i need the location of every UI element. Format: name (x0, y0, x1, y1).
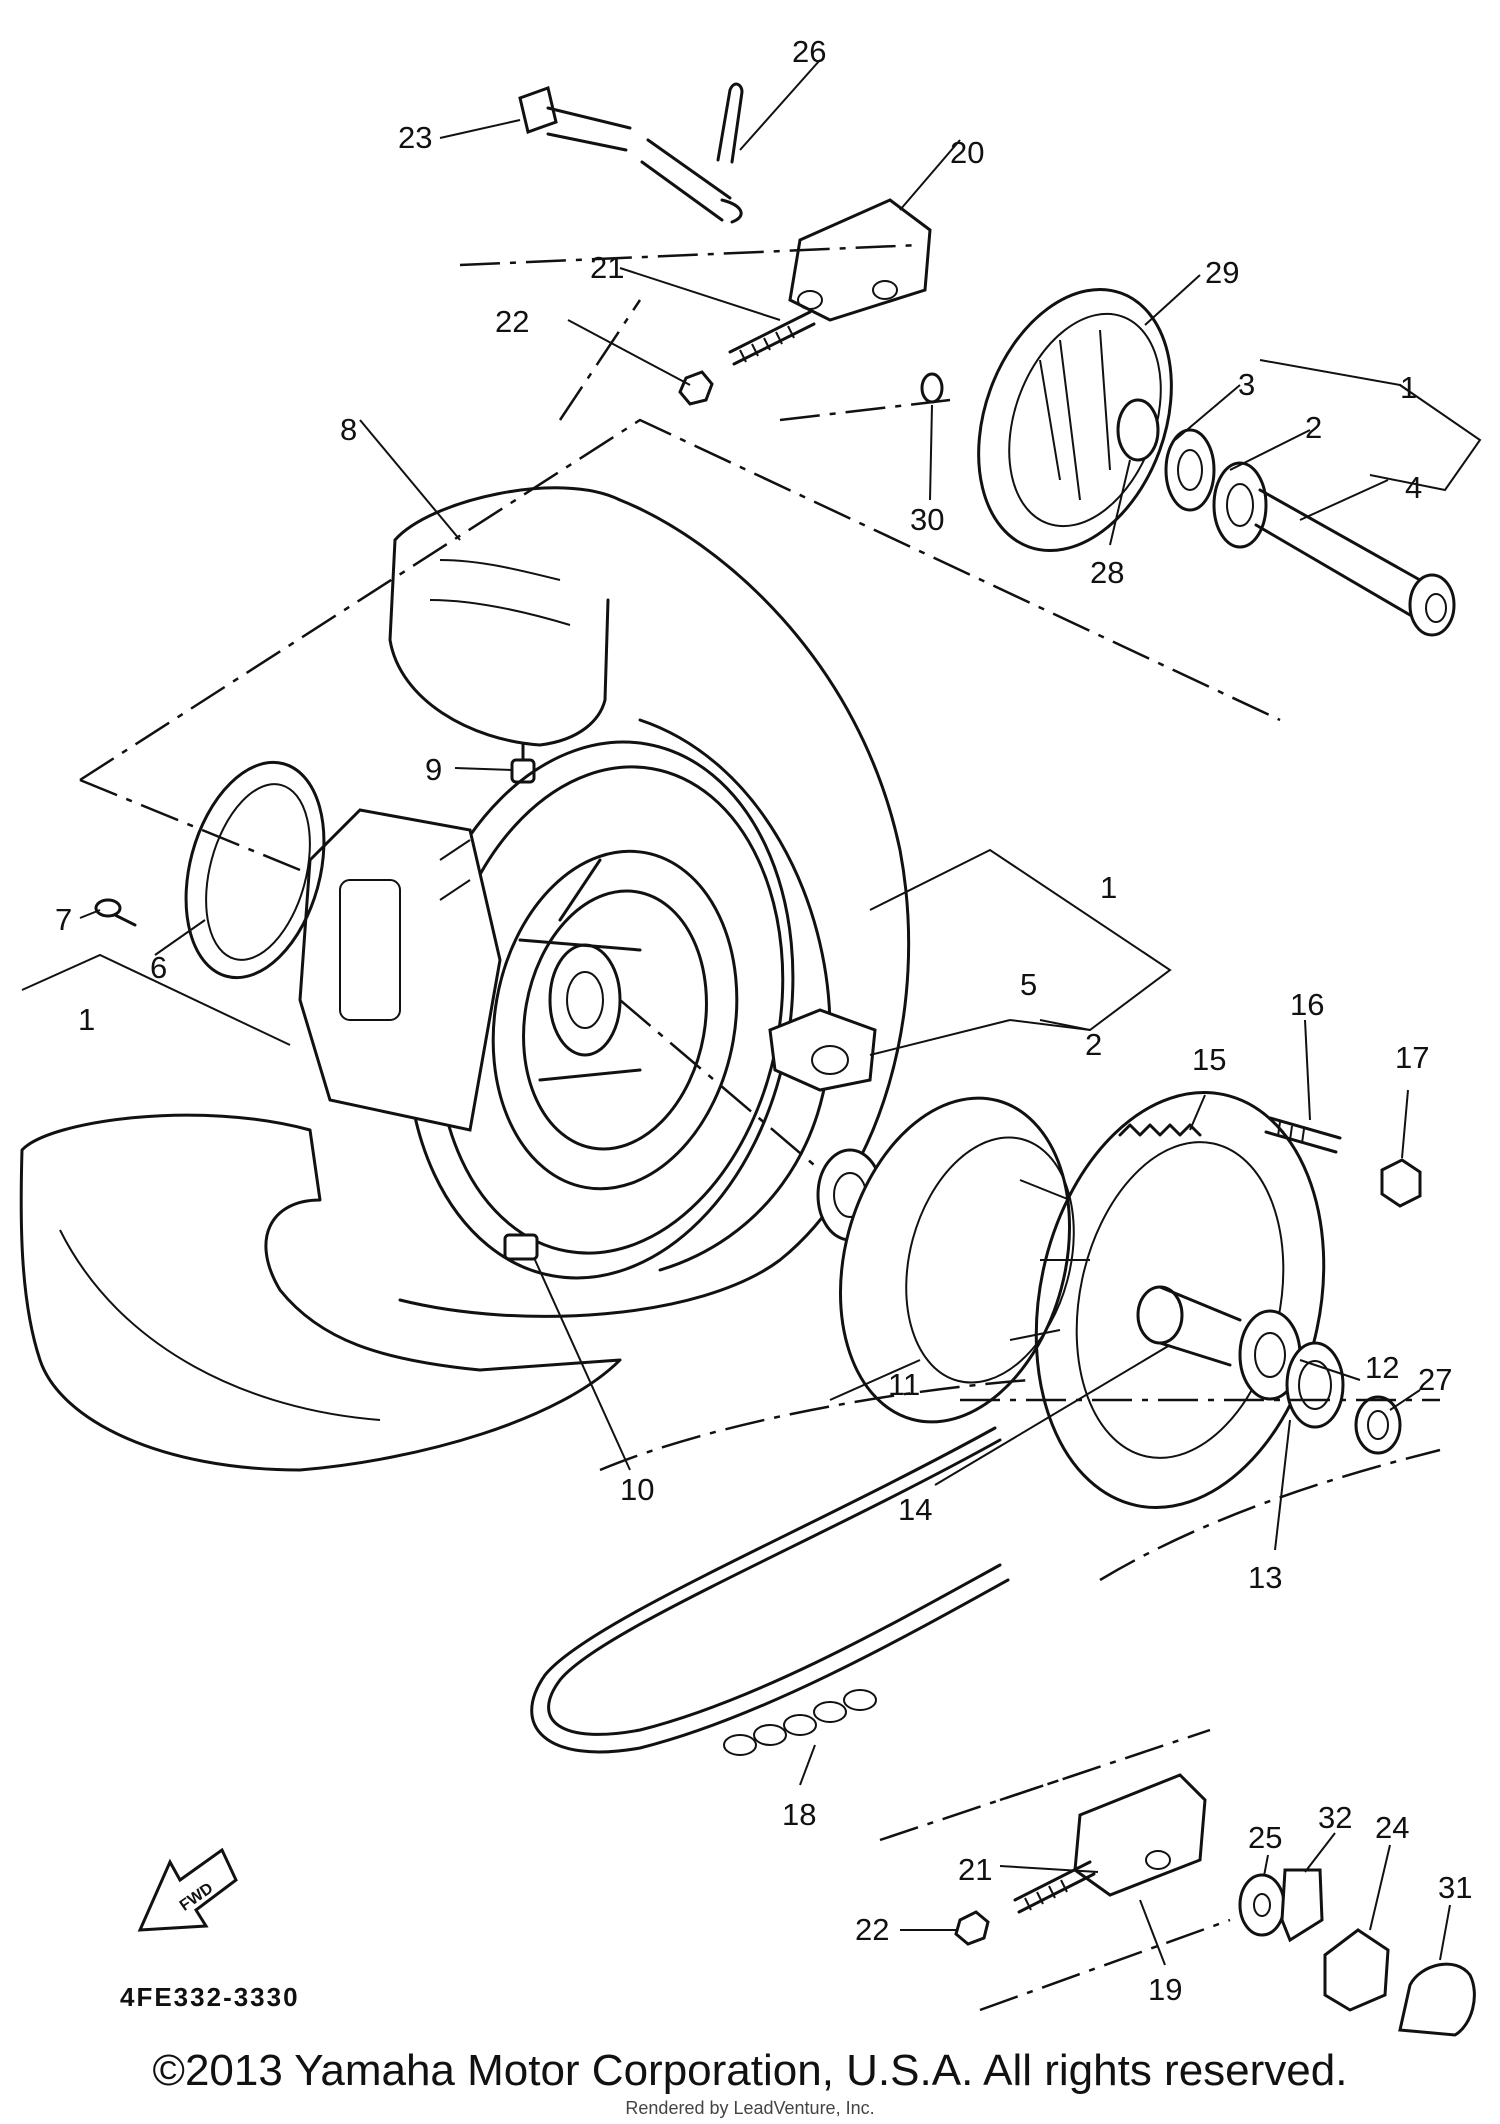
valve[interactable] (510, 743, 536, 784)
stud-bolt[interactable] (1264, 1116, 1342, 1154)
clutch-hub[interactable] (806, 1072, 1104, 1448)
callout-1: 1 (1400, 370, 1417, 405)
callout-26: 26 (792, 34, 826, 69)
axle-bolt[interactable] (518, 86, 743, 224)
o-ring[interactable] (920, 372, 944, 404)
callout-17: 17 (1395, 1040, 1429, 1075)
damper[interactable] (503, 1233, 539, 1261)
callout-32: 32 (1318, 1800, 1352, 1835)
adjuster-plate[interactable] (1280, 1868, 1324, 1943)
callout-14: 14 (898, 1492, 932, 1527)
callout-23: 23 (398, 120, 432, 155)
callout-10: 10 (620, 1472, 654, 1507)
callout-21: 21 (590, 250, 624, 285)
fwd-arrow-icon: FWD (137, 1847, 238, 1932)
cotter-pin[interactable] (716, 82, 744, 164)
front-axle-assembly[interactable] (1116, 398, 1456, 637)
callout-2: 2 (1305, 410, 1322, 445)
leader-lines (79, 59, 1451, 1966)
adjuster-nut-lower[interactable] (954, 1910, 990, 1946)
flange-nut[interactable] (1380, 1158, 1422, 1208)
callout-22b: 22 (855, 1912, 889, 1947)
tire-lower-half[interactable] (19, 1113, 622, 1472)
callout-13: 13 (1248, 1560, 1282, 1595)
callout-18: 18 (782, 1797, 816, 1832)
drive-chain[interactable] (530, 1426, 1010, 1756)
callout-12: 12 (1365, 1350, 1399, 1385)
rendered-by-note: Rendered by LeadVenture, Inc. (625, 2098, 875, 2118)
callout-1c: 1 (78, 1002, 95, 1037)
callout-numbers: 26 23 20 21 29 22 3 1 2 8 4 30 28 9 1 7 … (55, 34, 1472, 2007)
callout-30: 30 (910, 502, 944, 537)
callout-2b: 2 (1085, 1027, 1102, 1062)
end-cap[interactable] (1323, 1928, 1390, 2012)
callout-28: 28 (1090, 555, 1124, 590)
adjuster-nut-upper[interactable] (678, 370, 714, 406)
callout-21b: 21 (958, 1852, 992, 1887)
callout-4: 4 (1405, 470, 1422, 505)
callout-15: 15 (1192, 1042, 1226, 1077)
chain-adjuster-lower[interactable] (1073, 1773, 1207, 1897)
gear-cover-ring[interactable] (164, 747, 347, 993)
callout-3: 3 (1238, 367, 1255, 402)
callout-27: 27 (1418, 1362, 1452, 1397)
callout-19: 19 (1148, 1972, 1182, 2007)
chain-adjuster-upper[interactable] (788, 198, 932, 322)
callout-8: 8 (340, 412, 357, 447)
speed-sensor[interactable] (768, 1008, 877, 1092)
hub-housing[interactable] (298, 808, 502, 1132)
callout-7: 7 (55, 902, 72, 937)
callout-11: 11 (888, 1367, 920, 1402)
callout-5: 5 (1020, 967, 1037, 1002)
callout-9: 9 (425, 752, 442, 787)
axle-cap[interactable] (1398, 1962, 1476, 2037)
assembly-lines (79, 243, 1441, 2012)
callout-16: 16 (1290, 987, 1324, 1022)
adjuster-bolt-upper[interactable] (728, 310, 816, 366)
copyright-notice: ©2013 Yamaha Motor Corporation, U.S.A. A… (152, 2046, 1348, 2095)
callout-6: 6 (150, 950, 167, 985)
adjuster-bolt-lower[interactable] (1013, 1860, 1096, 1914)
callout-1b: 1 (1100, 870, 1117, 905)
bracket-lines (21, 359, 1482, 1046)
screw[interactable] (94, 898, 137, 927)
callout-20: 20 (950, 135, 984, 170)
callout-25: 25 (1248, 1820, 1282, 1855)
callout-22: 22 (495, 304, 529, 339)
sprocket-shaft[interactable] (1136, 1285, 1242, 1367)
callout-24: 24 (1375, 1810, 1409, 1845)
callout-31: 31 (1438, 1870, 1472, 1905)
washer[interactable] (1238, 1873, 1286, 1937)
collar[interactable] (1354, 1395, 1402, 1455)
brake-shoe-plate[interactable] (944, 262, 1205, 577)
callout-29: 29 (1205, 255, 1239, 290)
bearing-12[interactable] (1238, 1309, 1302, 1401)
part-code: 4FE332-3330 (120, 1982, 300, 2012)
oil-seal[interactable] (1285, 1341, 1345, 1429)
